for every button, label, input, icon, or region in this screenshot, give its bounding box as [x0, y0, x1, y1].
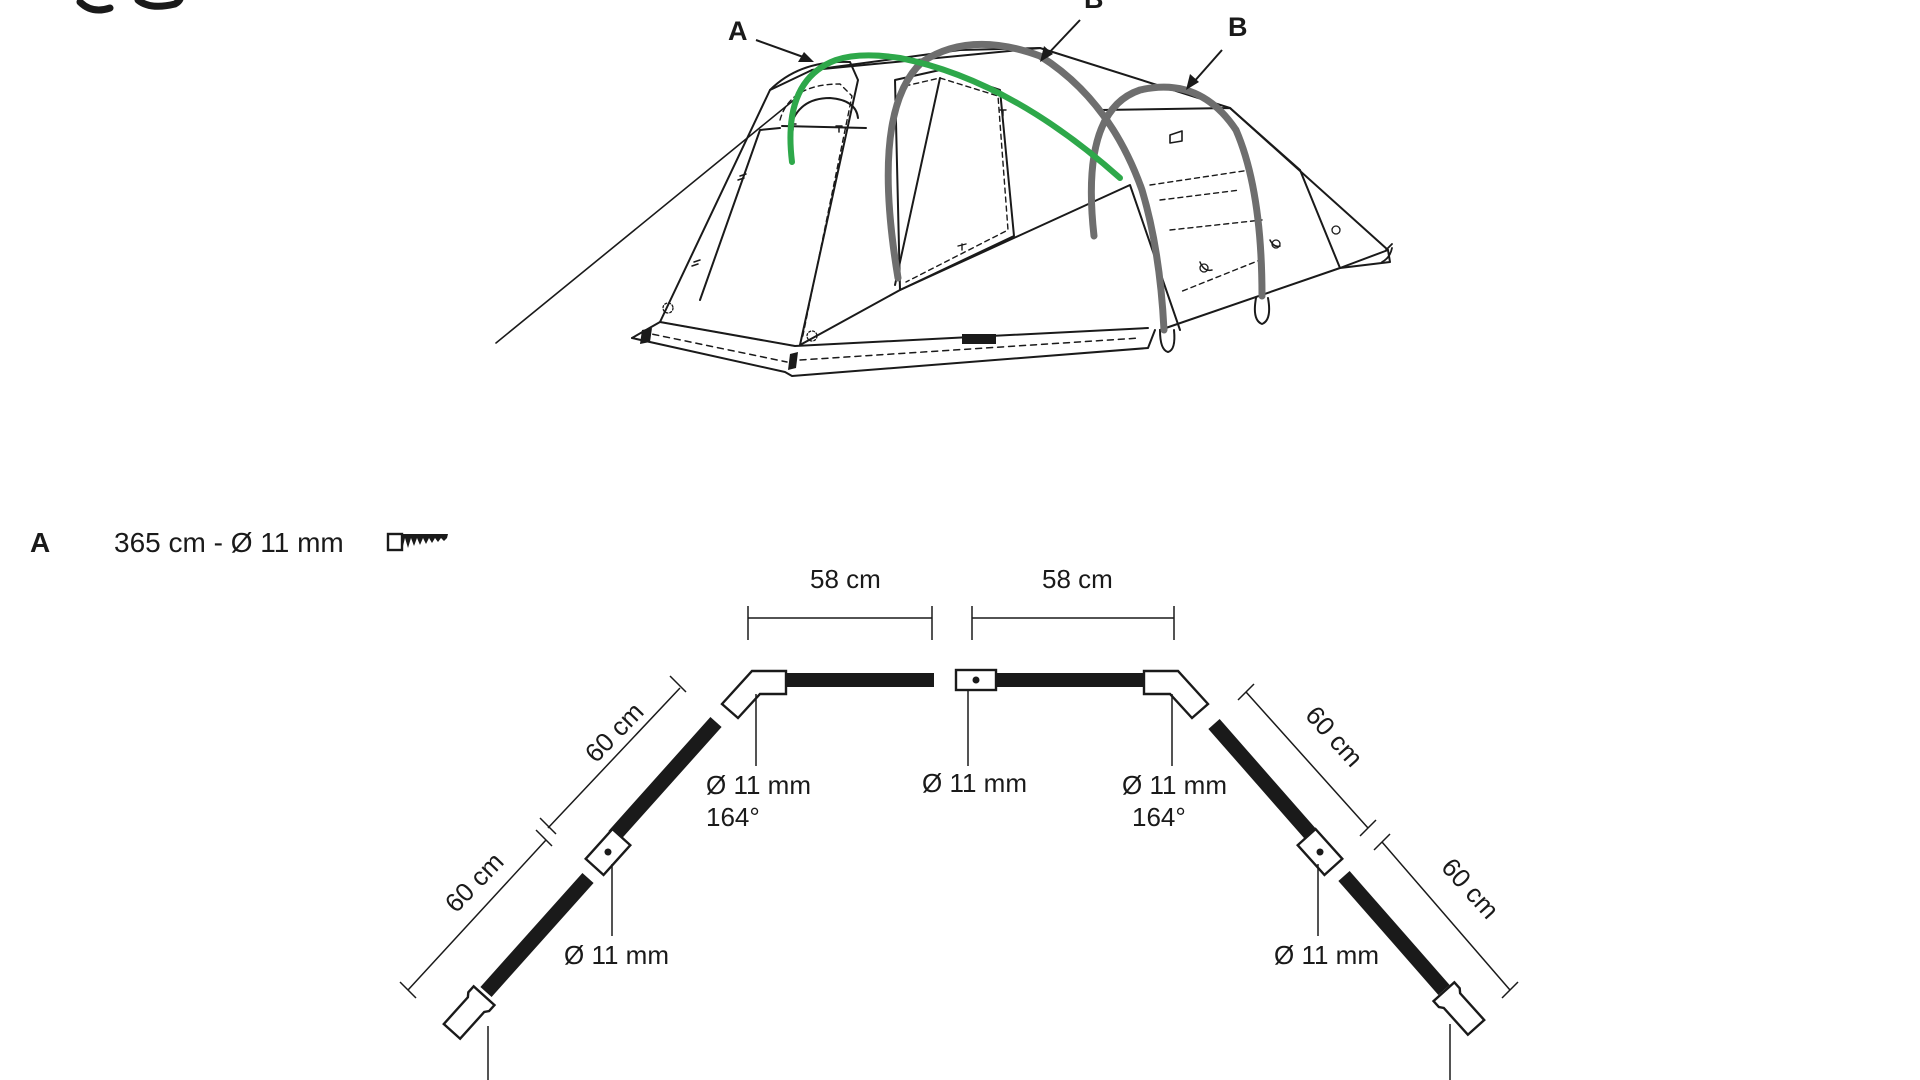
front-door-panel	[659, 60, 859, 346]
dim-top-right: 58 cm	[1042, 564, 1113, 594]
segment-left-lower	[480, 872, 594, 998]
connector-right-elbow	[1142, 669, 1210, 720]
pole-b-rear	[1087, 83, 1266, 300]
connector-left-joint	[584, 827, 632, 877]
label-right-elbow-angle: 164°	[1132, 802, 1186, 832]
callout-label-a: A	[728, 16, 748, 46]
callout-label-b-rear: B	[1228, 12, 1248, 42]
brand-logo-fragment-icon	[76, 0, 184, 14]
pole-segments	[442, 668, 1486, 1041]
tip-right-end	[1431, 980, 1486, 1037]
connector-right-joint	[1296, 827, 1344, 877]
label-right-joint-dia: Ø 11 mm	[1274, 940, 1379, 970]
segment-right-lower	[1338, 871, 1450, 995]
label-center-dia: Ø 11 mm	[922, 768, 1027, 798]
door-window	[789, 97, 859, 129]
label-left-joint-dia: Ø 11 mm	[564, 940, 669, 970]
label-right-elbow-dia: Ø 11 mm	[1122, 770, 1227, 800]
dim-right-upper: 60 cm	[1300, 700, 1370, 773]
guy-line	[495, 94, 801, 344]
dimension-lines	[399, 606, 1519, 999]
label-left-elbow-dia: Ø 11 mm	[706, 770, 811, 800]
connector-left-elbow	[720, 669, 788, 720]
pole-b-front	[884, 40, 1168, 334]
label-left-elbow-angle: 164°	[706, 802, 760, 832]
callout-label-b-front: B	[1084, 0, 1104, 14]
saw-tooth-pole-icon	[386, 532, 448, 552]
leader-lines	[487, 690, 1451, 1080]
pole-spec-text: 365 cm - Ø 11 mm	[114, 527, 344, 558]
segment-right-upper	[1208, 719, 1320, 843]
segment-left-upper	[608, 716, 722, 842]
pole-spec-letter: A	[30, 527, 50, 558]
dim-left-lower: 60 cm	[439, 846, 510, 918]
tip-left-end	[442, 984, 497, 1041]
dim-top-left: 58 cm	[810, 564, 881, 594]
segment-top-right	[996, 673, 1144, 687]
tent-floor	[631, 329, 1156, 377]
pole-a	[787, 52, 1123, 181]
callout-arrows	[755, 19, 1223, 90]
segment-top-left	[786, 673, 934, 687]
dim-right-lower: 60 cm	[1436, 852, 1506, 925]
main-door-panel	[894, 69, 1015, 291]
ground-tab	[962, 334, 996, 344]
